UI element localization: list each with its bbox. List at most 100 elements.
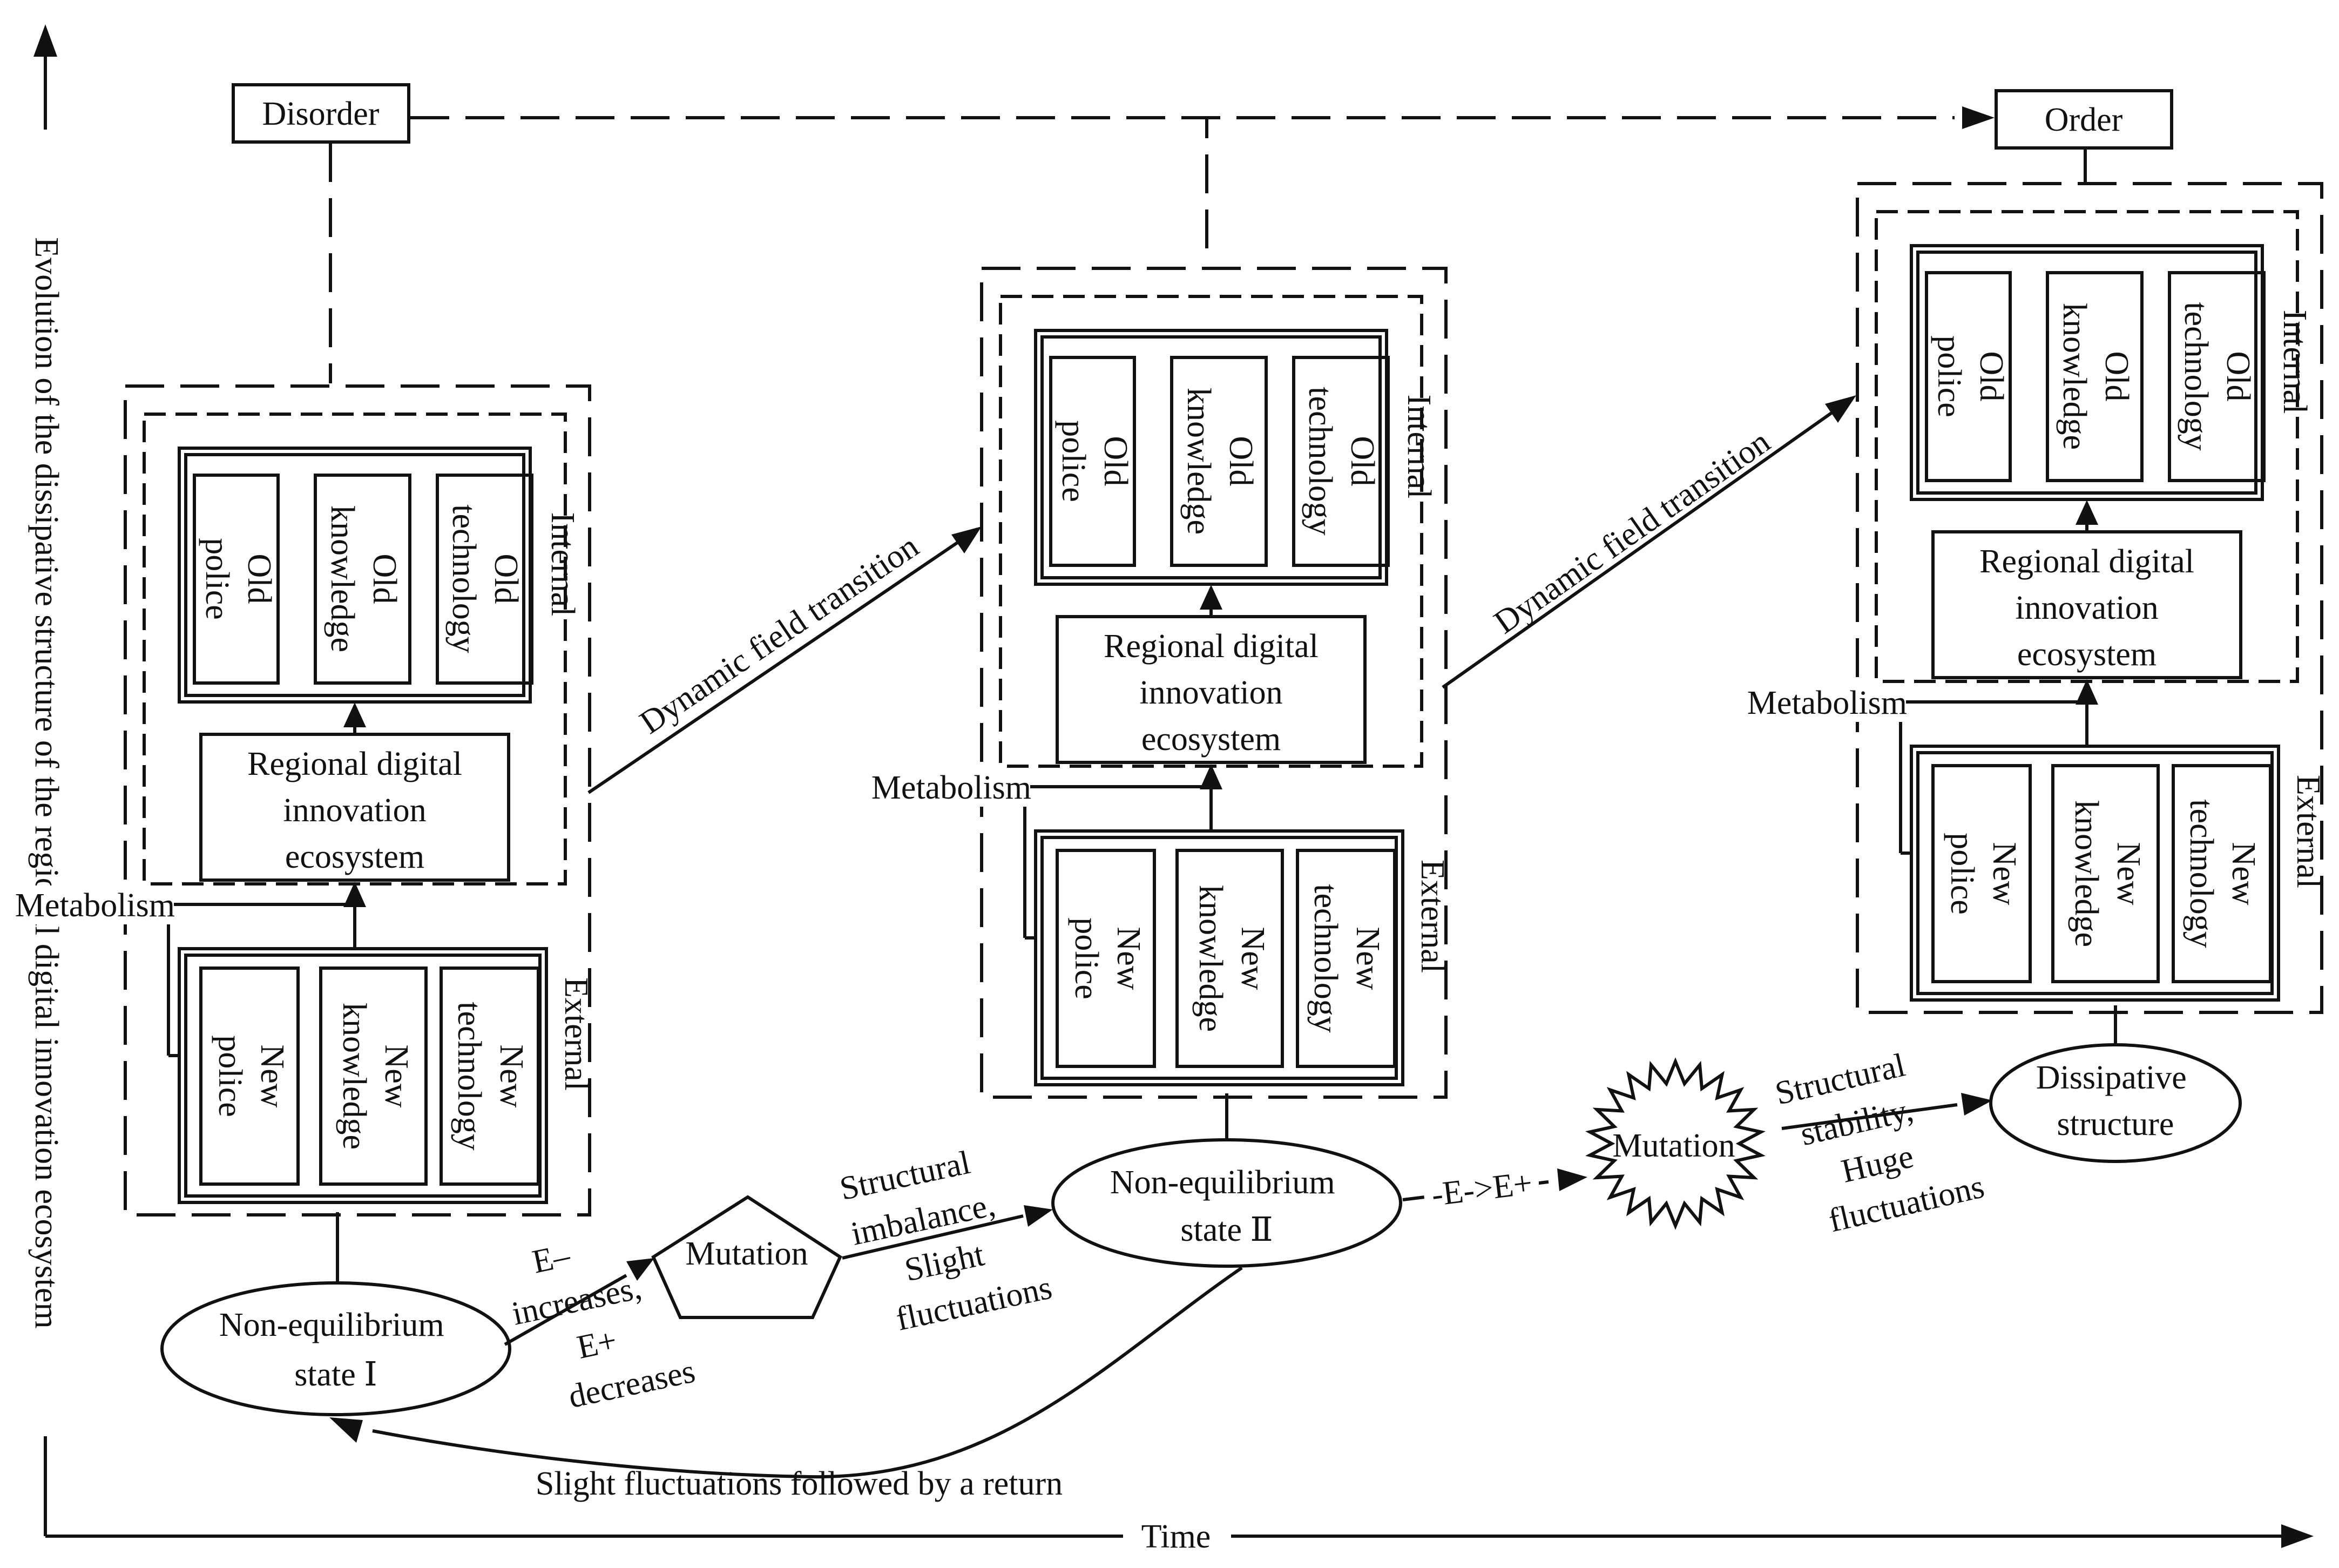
stage-1-core-line3: ecosystem <box>285 839 424 875</box>
order-box <box>1995 89 2173 150</box>
stage-1-external-label: External <box>558 977 594 1091</box>
stage-3-core-line2: innovation <box>2015 590 2158 626</box>
stage-2-new-police-line2: police <box>1068 917 1105 999</box>
stage-3-new-police-line1: New <box>1986 842 2023 905</box>
stage-1-old-technology-box <box>436 474 533 685</box>
stage-2-core-line1: Regional digital <box>1104 628 1319 665</box>
svg-text:Structural imbalance,: Structural imbalance, Slight fluctuation… <box>837 1133 1056 1343</box>
stage-2-new-knowledge-box <box>1175 849 1284 1068</box>
mutation1-label: Mutation <box>685 1235 808 1272</box>
return-label: Slight fluctuations followed by a return <box>536 1465 1063 1502</box>
stage-1-old-knowledge-line1: Old <box>366 554 403 604</box>
stage-1-new-to-core-arrowhead <box>343 882 366 907</box>
stage-1-old-technology-line2: technology <box>445 504 482 653</box>
svg-text:Non-equilibrium state Ⅱ: Non-equilibrium state Ⅱ <box>1110 1164 1343 1248</box>
svg-text:Non-equilibrium state Ⅰ: Non-equilibrium state Ⅰ <box>219 1307 452 1393</box>
dynamic-field-transition-1-arrowhead <box>951 526 982 553</box>
stage-3-metabolism-label: Metabolism <box>1747 685 1907 721</box>
stage-3-new-to-core-arrowhead <box>2076 679 2098 705</box>
stage-1-old-police-box <box>193 474 280 685</box>
stage-3-core-line3: ecosystem <box>2017 636 2157 673</box>
stage-2-old-technology-line1: Old <box>1344 436 1381 486</box>
stage-3-new-technology: Newtechnology <box>2183 799 2262 948</box>
stage-3-old-container <box>1910 244 2264 501</box>
dynamic-field-transition-2-arrowhead <box>1825 395 1856 423</box>
stage-1-old-knowledge-line2: knowledge <box>324 505 361 652</box>
stage-3-old-knowledge-line1: Old <box>2098 352 2135 402</box>
stage-2-outer-dashed-frame <box>980 267 1448 1099</box>
dynamic-field-transition-1-line <box>587 528 978 794</box>
stage-3-old-police-line2: police <box>1931 335 1968 417</box>
mutation2-starburst <box>1585 1057 1766 1230</box>
stage-2-core-line2: innovation <box>1139 674 1282 711</box>
stage-2-new-police-line1: New <box>1110 927 1147 990</box>
stage-3-new-knowledge-box <box>2051 764 2160 983</box>
stage-1-new-technology: Newtechnology <box>451 1002 530 1151</box>
stage-3-core-to-old-arrowhead <box>2076 500 2098 525</box>
top-row: Disorder Order <box>232 83 2173 383</box>
stage-2-core-to-old-arrowhead <box>1200 585 1222 610</box>
stage-3-core-line1: Regional digital <box>1979 543 2194 580</box>
stage-2-old-knowledge-line1: Old <box>1222 436 1259 486</box>
stage-1-new-technology-line2: technology <box>451 1002 488 1151</box>
stage-3-external-label: External <box>2290 775 2327 888</box>
stage-2-old-technology-line2: technology <box>1302 387 1338 536</box>
stage-1-outer-dashed-frame <box>124 384 591 1216</box>
stage-2-new-police-box <box>1056 849 1156 1068</box>
stage-2-core-line3: ecosystem <box>1141 721 1281 758</box>
stage-3-new-police-box <box>1931 764 2032 983</box>
stage-2-new-to-core-arrowhead <box>1200 764 1222 789</box>
dynamic-field-transition-2-line <box>1442 397 1853 689</box>
stage-2-old-technology: Oldtechnology <box>1302 387 1381 536</box>
stage-1-new-technology-line1: New <box>493 1044 530 1107</box>
x-axis-arrowhead <box>2281 1524 2314 1548</box>
stage-2-new-police: Newpolice <box>1068 917 1147 999</box>
stage-1-new-police-line1: New <box>254 1044 290 1107</box>
disorder-box <box>232 83 410 144</box>
stage-1-new-container <box>178 947 548 1204</box>
stage-3-new-knowledge-line1: New <box>2110 842 2147 905</box>
stage-2-old-knowledge: Oldknowledge <box>1180 388 1259 535</box>
stage-2-internal-label: Internal <box>1401 395 1437 499</box>
stage-2-metabolism-label: Metabolism <box>871 769 1031 806</box>
stage-1-metabolism-label: Metabolism <box>15 887 175 924</box>
stage-2-new-technology: Newtechnology <box>1307 884 1386 1033</box>
stage-1-core-to-old-arrowhead <box>343 702 366 727</box>
stage-1-old-technology-line1: Old <box>488 554 524 604</box>
y-axis-arrowhead <box>33 24 57 57</box>
stage-3-new-knowledge: Newknowledge <box>2068 800 2147 947</box>
stage-1-old-knowledge: Oldknowledge <box>324 505 403 652</box>
stage-1-old-technology: Oldtechnology <box>445 504 524 653</box>
dynamic-field-transition-2-label: Dynamic field transition <box>1488 423 1776 641</box>
stage-3-internal-label: Internal <box>2276 310 2313 414</box>
mutation2-to-dissipative-arrowhead <box>1961 1093 1992 1116</box>
stage-1-core-line2: innovation <box>283 792 426 829</box>
dynamic-field-transition-1-label: Dynamic field transition <box>633 528 925 741</box>
stage-3-new-knowledge-line2: knowledge <box>2068 800 2105 947</box>
imbalance-line3: Slight <box>902 1236 988 1288</box>
stage-2-old-police-line2: police <box>1055 420 1092 502</box>
stage-2-old-police: Oldpolice <box>1055 420 1134 502</box>
state1-ellipse <box>160 1281 511 1416</box>
state2-line2: state Ⅱ <box>1180 1212 1273 1248</box>
state2-line1: Non-equilibrium <box>1110 1164 1335 1201</box>
mutation1-to-state2-arrowhead <box>1024 1205 1053 1227</box>
stage-3-old-knowledge-box <box>2046 271 2144 482</box>
dissipative-ellipse <box>1989 1043 2242 1163</box>
disorder-label: Disorder <box>262 96 380 132</box>
state1-to-mutation1-arrowhead <box>626 1258 654 1281</box>
stage-1-new-police: Newpolice <box>212 1035 290 1117</box>
stage-2-old-technology-box <box>1292 356 1390 567</box>
stage-1-new-police-line2: police <box>212 1035 248 1117</box>
stage-3-new-container <box>1910 745 2280 1002</box>
stage-3-old-technology-box <box>2168 271 2266 482</box>
stage-2-new-technology-line1: New <box>1349 927 1386 990</box>
stage-1-old-knowledge-box <box>314 474 411 685</box>
stage-1-new-knowledge-box <box>319 967 428 1186</box>
stage-1-new-knowledge-line2: knowledge <box>336 1003 373 1150</box>
stage-3-old-police: Oldpolice <box>1931 335 2010 417</box>
stage-2-new-knowledge: Newknowledge <box>1192 885 1271 1032</box>
stage-1-old-police-line2: police <box>199 538 235 620</box>
